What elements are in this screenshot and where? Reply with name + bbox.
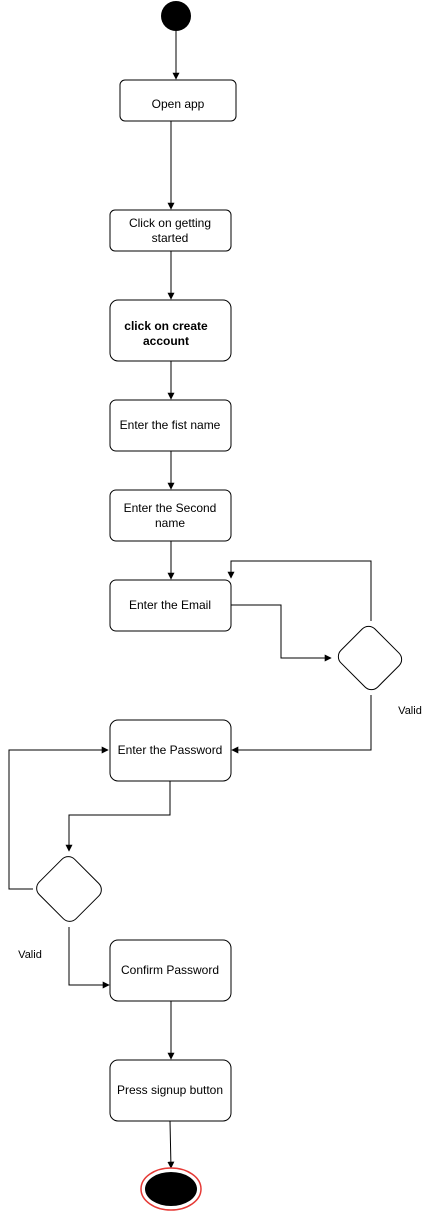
edge-decision-password-loop	[8, 746, 109, 890]
edge-email-decision	[231, 604, 332, 662]
action-getting-started: Click on getting started	[109, 209, 232, 252]
action-confirm-password: Confirm Password	[109, 939, 232, 1002]
edge-decision-password	[231, 695, 372, 754]
edge-signup-final	[167, 1120, 175, 1169]
action-label: Enter the Password	[118, 743, 223, 757]
action-password: Enter the Password	[109, 719, 232, 782]
action-label-line1: click on create	[124, 319, 208, 333]
action-label: Press signup button	[117, 1083, 223, 1097]
action-signup-button: Press signup button	[109, 1059, 232, 1122]
decision-email-valid	[337, 625, 403, 691]
decision-password-valid	[36, 856, 102, 922]
action-label: Enter the Email	[129, 598, 211, 612]
edge-decision-email-loop	[227, 560, 372, 621]
action-open-app: Open app	[119, 79, 237, 122]
action-second-name: Enter the Second name	[109, 489, 232, 542]
edge-password-decision	[65, 781, 171, 852]
edge-label-password-valid: Valid	[18, 949, 42, 961]
action-label-line1: Click on getting	[129, 216, 211, 230]
action-label-line2: account	[143, 334, 189, 348]
action-label-line1: Enter the Second	[124, 501, 217, 515]
initial-node	[161, 1, 191, 31]
action-create-account: click on create account	[109, 299, 232, 362]
action-label-line2: started	[152, 231, 189, 245]
final-node	[140, 1167, 202, 1211]
action-label: Open app	[152, 97, 205, 111]
action-label: Enter the fist name	[120, 418, 221, 432]
action-label: Confirm Password	[121, 963, 219, 977]
edges	[8, 31, 372, 1169]
edge-decision-confirm	[68, 927, 110, 989]
action-first-name: Enter the fist name	[109, 399, 232, 452]
action-email: Enter the Email	[109, 579, 232, 632]
action-label-line2: name	[155, 516, 185, 530]
edge-label-email-valid: Valid	[398, 705, 422, 717]
